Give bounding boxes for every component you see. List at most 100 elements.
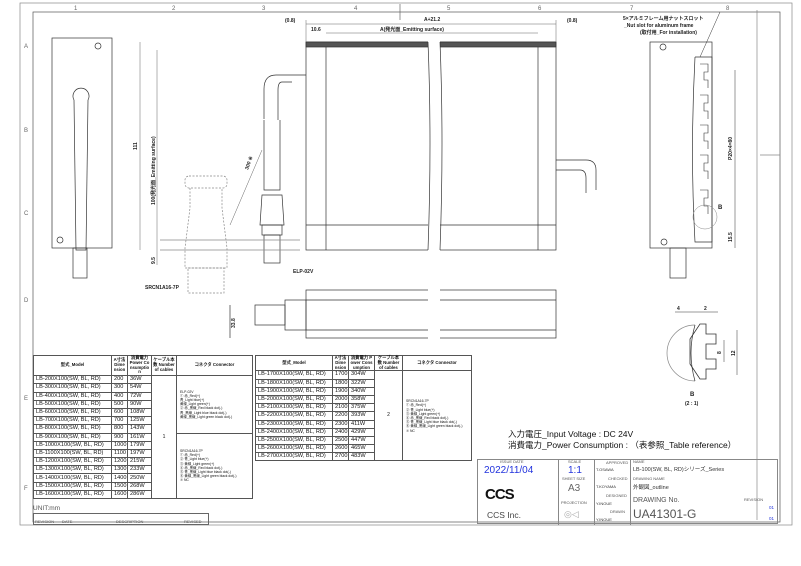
model-cell: LB-1800X100(SW, BL, RD) xyxy=(255,378,333,388)
bottom-view xyxy=(229,285,557,343)
inner-frame xyxy=(32,11,781,523)
col-label: 4 xyxy=(354,6,358,12)
header-power: 消費電力 Power Consumption xyxy=(348,354,375,372)
model-cell: LB-2700X100(SW, BL, RD) xyxy=(255,452,333,462)
model-cell: LB-2500X100(SW, BL, RD) xyxy=(255,435,333,446)
model-cell: LB-1000X100(SW, BL, RD) xyxy=(33,440,112,450)
connector-pin: ⑥ 黄緑_黒線_Light green black dot(-) xyxy=(180,474,237,479)
dim-emitting: A(発光面_Emitting surface) xyxy=(380,26,444,33)
drawing-name: 外観図_outline xyxy=(633,485,669,491)
dimension-cell: 1200 xyxy=(111,457,128,467)
drawing-name-label: DRAWING NAME xyxy=(633,476,665,481)
connector-pin: ⑦ NC xyxy=(406,428,415,433)
model-cell: LB-2300X100(SW, BL, RD) xyxy=(255,419,333,429)
model-table-right: 型式_Model A寸法 Dimension 消費電力 Power Consum… xyxy=(255,354,472,462)
connector-pin: 黄緑_黒線_Light green black dot(-) xyxy=(180,414,233,419)
connector-pin: ② 青_Light blue(+) xyxy=(180,457,209,462)
connector-pin: ⑥ 黄緑_黒線_Light green black dot(-) xyxy=(406,424,463,429)
revision-top: 01 xyxy=(769,505,775,510)
model-cell: LB-600X100(SW, BL, RD) xyxy=(33,407,112,418)
power-cell: 465W xyxy=(348,444,375,454)
header-dimension: A寸法 Dimension xyxy=(332,354,349,372)
outer-frame xyxy=(19,2,793,526)
row-label: D xyxy=(24,298,29,304)
unit-label: UNIT:mm xyxy=(33,505,61,512)
dim-overall: A+21.2 xyxy=(424,17,440,23)
power-cell: 54W xyxy=(127,383,152,393)
connector-pin: ① 赤_Red(+) xyxy=(180,453,201,458)
model-cell: LB-1600X100(SW, BL, RD) xyxy=(33,489,112,500)
power-cell: 72W xyxy=(127,391,152,401)
detail-w2: 2 xyxy=(704,306,707,312)
dimension-cell: 900 xyxy=(111,432,128,442)
scale-value: 1:1 xyxy=(568,465,582,476)
detail-marker: B xyxy=(718,205,723,211)
connector-pin: ④ 赤_黒線_Red black dot(-) xyxy=(406,415,449,420)
projection-icon: ◎◁ xyxy=(564,509,579,519)
dimension-cell: 1300 xyxy=(111,465,128,475)
model-cell: LB-1200X100(SW, BL, RD) xyxy=(33,457,112,467)
power-cell: 358W xyxy=(348,394,375,405)
sheet-size: A3 xyxy=(568,483,581,494)
power-cell: 304W xyxy=(348,370,375,380)
dimension-cell: 800 xyxy=(111,424,128,434)
checked-label: CHECKED xyxy=(608,476,628,481)
power-cell: 411W xyxy=(348,419,375,429)
issue-date: 2022/11/04 xyxy=(484,465,534,476)
revision-bottom: 01 xyxy=(769,516,775,521)
detail-title: B xyxy=(690,392,695,398)
revision-label: REVISION xyxy=(35,519,55,524)
model-cell: LB-800X100(SW, BL, RD) xyxy=(33,424,112,434)
dimension-cell: 400 xyxy=(111,391,128,401)
dimension-cell: 2600 xyxy=(332,444,349,454)
col-label: 5 xyxy=(447,6,451,12)
dimension-cell: 1400 xyxy=(111,473,128,483)
detail-w1: 4 xyxy=(677,306,680,312)
name-label: NAME xyxy=(633,459,645,464)
connector-pin: ③ 黄緑_Light green(+) xyxy=(406,411,441,416)
dim-bottom: 15.5 xyxy=(728,232,734,242)
sheet-size-label: SHEET SIZE xyxy=(562,476,586,481)
model-cell: LB-1300X100(SW, BL, RD) xyxy=(33,465,112,475)
dim-offset-left: (0.8) xyxy=(285,18,296,24)
dim-depth: 33.8 xyxy=(231,318,237,328)
approved-by: T.OSAWA xyxy=(596,467,614,472)
power-cell: 161W xyxy=(127,432,152,442)
power-cell: 268W xyxy=(127,481,152,491)
model-cell: LB-2600X100(SW, BL, RD) xyxy=(255,444,333,454)
connector-pin: ELP-02V xyxy=(180,389,194,394)
model-table-left: 型式_Model A寸法 Dimension 消費電力 Power Consum… xyxy=(33,354,253,500)
power-cell: 215W xyxy=(127,457,152,467)
issue-date-label: ISSUE DATE xyxy=(500,459,524,464)
row-label: A xyxy=(24,44,28,50)
model-cell: LB-1500X100(SW, BL, RD) xyxy=(33,481,112,491)
product-name: LB-100(SW, BL, RD)シリーズ_Series xyxy=(633,467,725,473)
company-name: CCS Inc. xyxy=(487,510,522,520)
dimension-cell: 2500 xyxy=(332,435,349,446)
col-label: 3 xyxy=(262,6,266,12)
col-label: 7 xyxy=(630,6,634,12)
revised-label: REVISED xyxy=(184,519,202,524)
callout-nut-slot-jp: 5×アルミフレーム用ナットスロット xyxy=(623,15,704,22)
drawing-number: UA41301-G xyxy=(633,507,697,521)
header-cables: ケーブル本数 Number of cables xyxy=(151,354,177,377)
connector-pin: ⑤ 青_黒線_Light blue black dot(-) xyxy=(180,469,231,474)
header-model: 型式_Model xyxy=(33,354,112,377)
power-cell: 429W xyxy=(348,427,375,437)
model-cell: LB-2000X100(SW, BL, RD) xyxy=(255,394,333,405)
checked-by: T.KOYAMA xyxy=(596,484,616,489)
header-connector: コネクタ Connector xyxy=(176,354,253,377)
projection-label: PROJECTION xyxy=(561,500,587,505)
callout-elp: ELP-02V xyxy=(293,269,314,275)
dim-gap: 9.5 xyxy=(151,257,157,264)
cables-cell: 1 xyxy=(151,375,177,499)
header-model: 型式_Model xyxy=(255,354,333,372)
connector-pin: ① 赤_Red(+) xyxy=(180,393,201,398)
connector-pin: SRCN1A16-7P xyxy=(180,448,203,453)
